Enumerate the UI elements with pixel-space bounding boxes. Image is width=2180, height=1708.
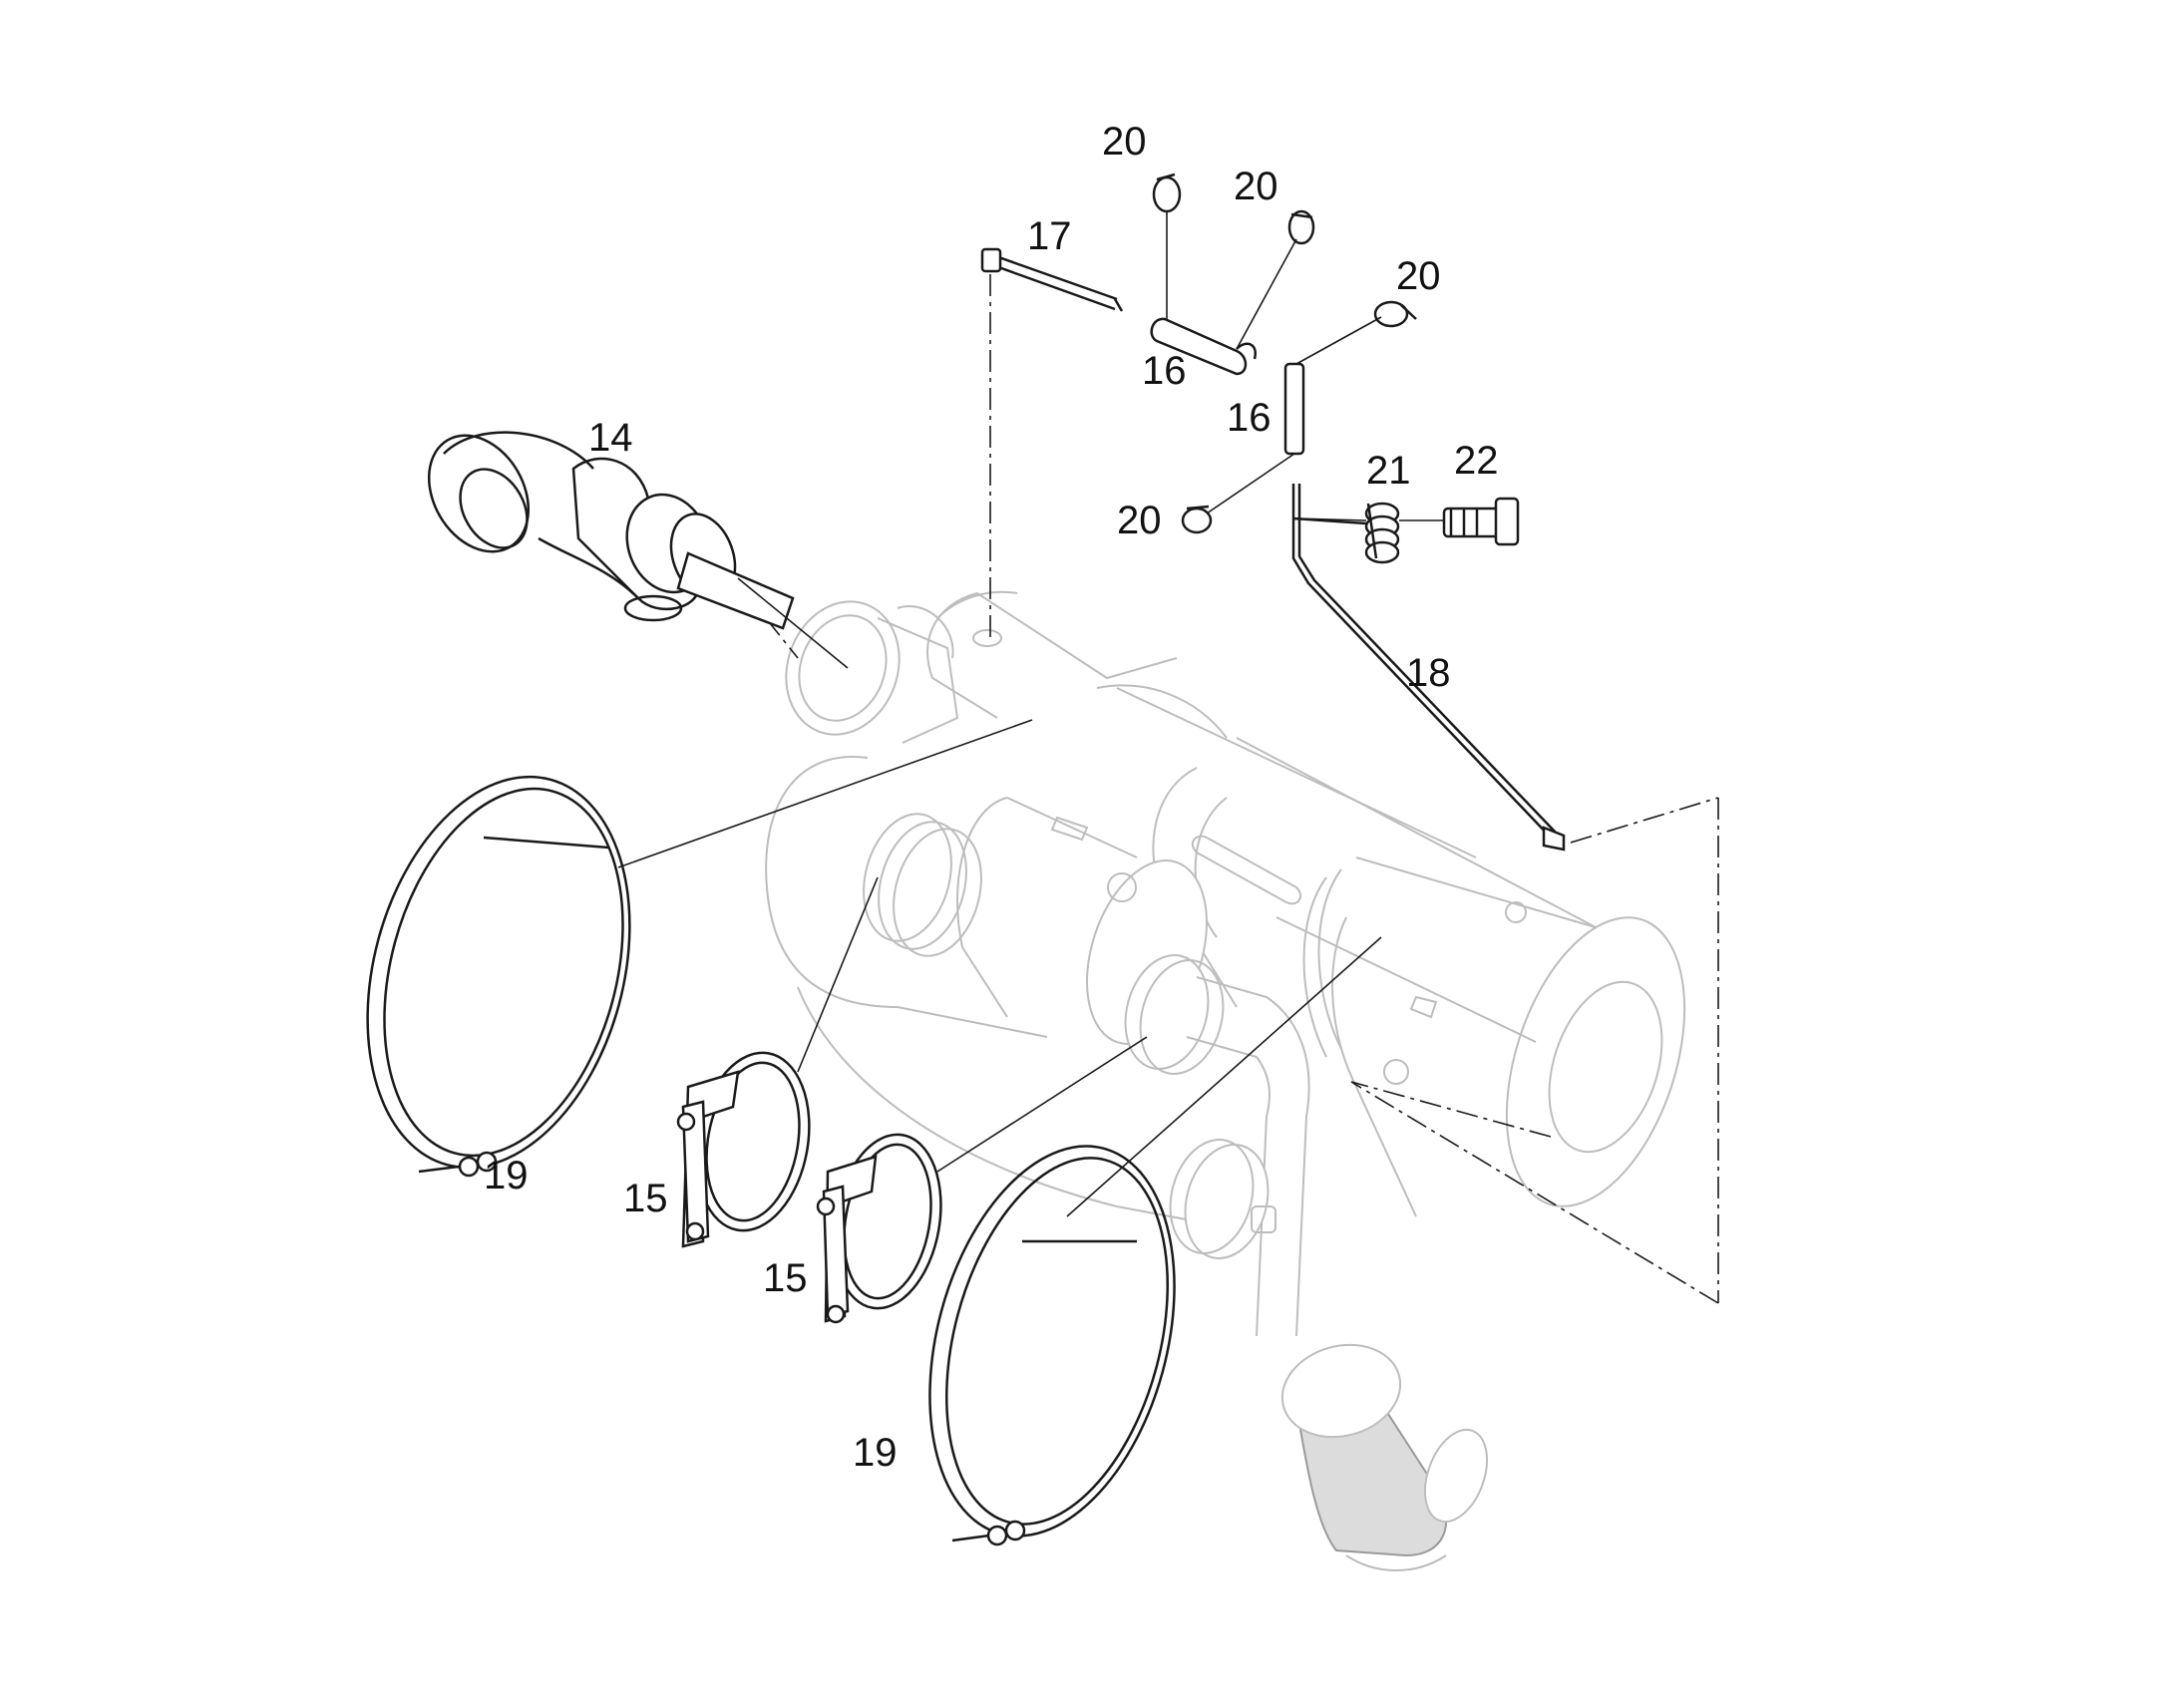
- exhaust-assembly-ghost: [765, 590, 1686, 1571]
- part-18-tube: [1291, 484, 1566, 852]
- callout-14: 14: [588, 416, 633, 460]
- callout-15b: 15: [763, 1256, 808, 1300]
- part-17-tube: [980, 247, 1124, 312]
- callout-21: 21: [1366, 449, 1411, 493]
- callout-17: 17: [1027, 214, 1072, 258]
- part-19-lower-band-clamp: [928, 1145, 1176, 1546]
- callout-20a: 20: [1102, 120, 1147, 164]
- part-15-upper-u-clamp: [676, 1051, 811, 1248]
- callout-15a: 15: [623, 1177, 668, 1220]
- callout-20b: 20: [1234, 165, 1278, 208]
- part-15-lower-u-clamp: [816, 1133, 942, 1324]
- callout-16a: 16: [1142, 349, 1187, 393]
- part-20-clamps: [1152, 172, 1417, 534]
- part-14-tailpipe: [427, 431, 795, 630]
- callout-20d: 20: [1117, 499, 1162, 542]
- callout-18: 18: [1406, 651, 1451, 695]
- part-22-bolt: [1442, 497, 1520, 546]
- part-16-upper-tube: [1150, 317, 1258, 376]
- part-21-washer-stack: [1364, 502, 1400, 564]
- part-16-lower-tube: [1283, 362, 1305, 456]
- callout-22: 22: [1454, 439, 1499, 483]
- callout-19b: 19: [853, 1431, 898, 1475]
- callout-20c: 20: [1396, 254, 1441, 298]
- leader-lines: [617, 211, 1444, 1217]
- part-19-upper-band-clamp: [366, 775, 631, 1178]
- callout-16b: 16: [1227, 396, 1272, 440]
- callout-labels: 20 20 17 20 16 16 14 21 22 20 18 19 15 1…: [484, 120, 1499, 1475]
- callout-19a: 19: [484, 1154, 529, 1197]
